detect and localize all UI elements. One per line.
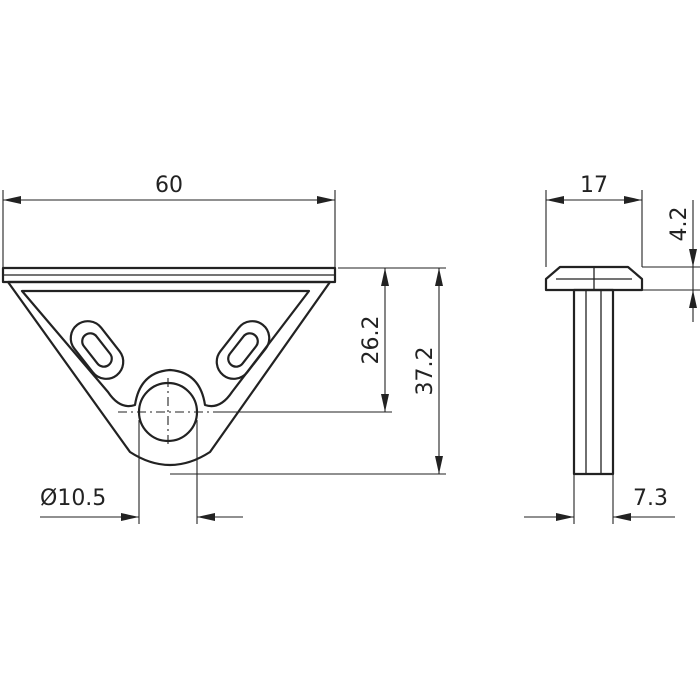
bolt-shank [572,288,615,476]
side-width-dimension: 17 [545,173,643,267]
bracket-body [6,280,332,467]
hole-height-dimension: 26.2 [222,267,392,413]
width-label: 60 [155,173,183,198]
shank-width-label: 7.3 [633,486,668,511]
left-slot-inner [81,332,113,368]
width-dimension: 60 [2,173,336,268]
side-view [544,265,644,476]
total-height-dimension: 37.2 [170,267,446,475]
front-view [1,266,337,467]
hole-height-label: 26.2 [359,316,384,365]
shank-width-dimension: 7.3 [524,474,675,524]
hole-diameter-dimension: Ø10.5 [40,420,243,524]
total-height-label: 37.2 [413,347,438,396]
hole-diameter-label: Ø10.5 [40,486,106,511]
side-width-label: 17 [580,173,608,198]
left-slot-outer [69,320,125,380]
head-thickness-dimension: 4.2 [642,200,700,322]
right-slot-outer [215,320,271,380]
right-slot-inner [227,332,259,368]
bracket-inner-cutout [20,289,311,408]
head-thickness-label: 4.2 [667,207,692,242]
